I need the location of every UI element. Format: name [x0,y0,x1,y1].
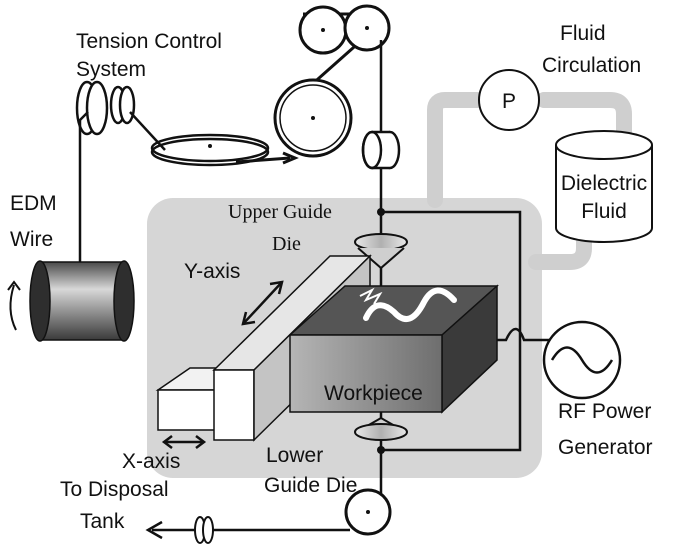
dielectric-fluid-tank: Dielectric Fluid [555,130,653,243]
pump: P [478,69,540,131]
upper-guide-label-line2: Die [272,233,301,255]
edm-wire-label-line2: Wire [10,228,53,251]
tension-control-label-line2: System [76,58,146,81]
lower-guide-label-line2: Guide Die [264,474,357,497]
spark-discharge [359,287,383,305]
electrical-wiring [381,210,560,452]
pump-label: P [502,90,516,113]
x-axis-label: X-axis [122,450,180,473]
disposal-wire-path [145,516,350,544]
dielectric-label-line1: Dielectric [561,172,647,195]
cutting-spark-path [363,287,457,323]
edm-wire-path [78,111,89,262]
edm-wire-spool [7,260,135,342]
lower-connection-node [377,446,385,454]
disposal-label-line2: Tank [80,510,125,533]
disposal-label-line1: To Disposal [60,478,169,501]
y-axis-label: Y-axis [184,260,240,283]
top-pulley-assembly [273,4,391,158]
fluid-circulation-label-line2: Circulation [542,54,641,77]
upper-guide-label-line1: Upper Guide [228,201,332,223]
workpiece-label: Workpiece [324,382,423,405]
workpiece-block [288,284,499,414]
fluid-pipes [427,92,632,270]
upper-guide-die [354,233,408,270]
lower-guide-die [354,416,408,441]
rf-power-label-line1: RF Power [558,400,651,423]
y-axis-arrow [241,280,284,326]
rf-power-label-line2: Generator [558,436,653,459]
tension-control-system [75,80,299,167]
rf-power-generator [542,320,622,400]
x-axis-arrow [161,435,207,449]
fluid-circulation-label-line1: Fluid [560,22,606,45]
upper-connection-node [377,208,385,216]
edm-wire-label-line1: EDM [10,192,57,215]
upper-guide-rollers [361,130,401,170]
lower-pulley [344,488,392,536]
lower-guide-label-line1: Lower [266,444,323,467]
tension-control-label-line1: Tension Control [76,30,222,53]
dielectric-label-line2: Fluid [581,200,627,223]
